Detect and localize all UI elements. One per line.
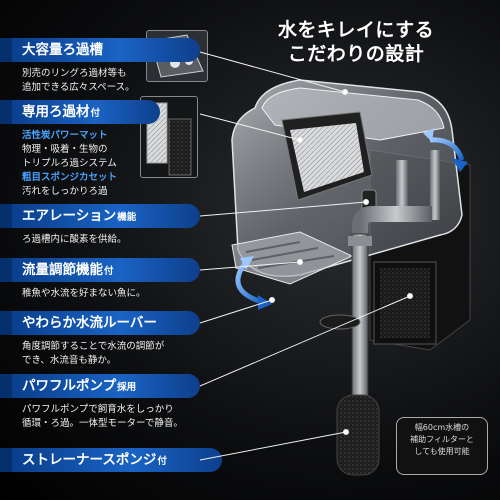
note-line: 補助フィルターと	[410, 435, 474, 444]
feature-accent-line: 活性炭パワーマット	[22, 130, 108, 141]
feature-flow-control: 流量調節機能付 稚魚や水流を好まない魚に。	[0, 258, 200, 301]
headline-line-2: こだわりの設計	[287, 43, 425, 65]
feature-text-line: 稚魚や水流を好まない魚に。	[22, 288, 146, 299]
feature-text-line: 角度調節することで水流の調節が	[22, 341, 165, 352]
feature-title: エアレーション機能	[0, 204, 200, 228]
feature-accent-line: 粗目スポンジカセット	[22, 172, 118, 183]
feature-strainer: ストレーナースポンジ付	[0, 448, 222, 472]
feature-title: やわらか水流ルーバー	[0, 311, 200, 335]
feature-text-line: 汚れをしっかりろ過	[22, 186, 108, 197]
feature-text-line: 循環・ろ過。一体型モーターで静音。	[22, 418, 183, 429]
feature-title: 流量調節機能付	[0, 258, 200, 282]
compatibility-note: 幅60cm水槽の 補助フィルターと しても使用可能	[396, 417, 488, 475]
feature-text-line: トリプルろ過システム	[22, 158, 117, 169]
feature-louver: やわらか水流ルーバー 角度調節することで水流の調節が でき、水流音も静か。	[0, 311, 200, 368]
feature-title: ストレーナースポンジ付	[0, 448, 222, 472]
feature-pump: パワフルポンプ採用 パワフルポンプで飼育水をしっかり 循環・ろ過。一体型モーター…	[0, 374, 200, 431]
feature-text-line: パワフルポンプで飼育水をしっかり	[22, 404, 174, 415]
feature-text-line: 物理・吸着・生物の	[22, 144, 108, 155]
feature-title: パワフルポンプ採用	[0, 374, 200, 398]
feature-filter-media: 専用ろ過材付 活性炭パワーマット 物理・吸着・生物の トリプルろ過システム 粗目…	[0, 100, 200, 199]
feature-text-line: 追加できる広々スペース。	[22, 82, 135, 93]
feature-text-line: でき、水流音も静か。	[22, 355, 117, 366]
feature-text-line: 別売のリングろ過材等も	[22, 68, 127, 79]
note-line: しても使用可能	[414, 447, 470, 456]
feature-text-line: ろ過槽内に酸素を供給。	[22, 234, 127, 245]
headline-line-1: 水をキレイにする	[277, 19, 435, 41]
feature-large-tank: 大容量ろ過槽 別売のリングろ過材等も 追加できる広々スペース。	[0, 38, 200, 95]
note-line: 幅60cm水槽の	[414, 423, 470, 432]
headline: 水をキレイにする こだわりの設計	[222, 18, 490, 66]
feature-title: 専用ろ過材付	[0, 100, 160, 124]
feature-aeration: エアレーション機能 ろ過槽内に酸素を供給。	[0, 204, 200, 247]
feature-title: 大容量ろ過槽	[0, 38, 200, 62]
